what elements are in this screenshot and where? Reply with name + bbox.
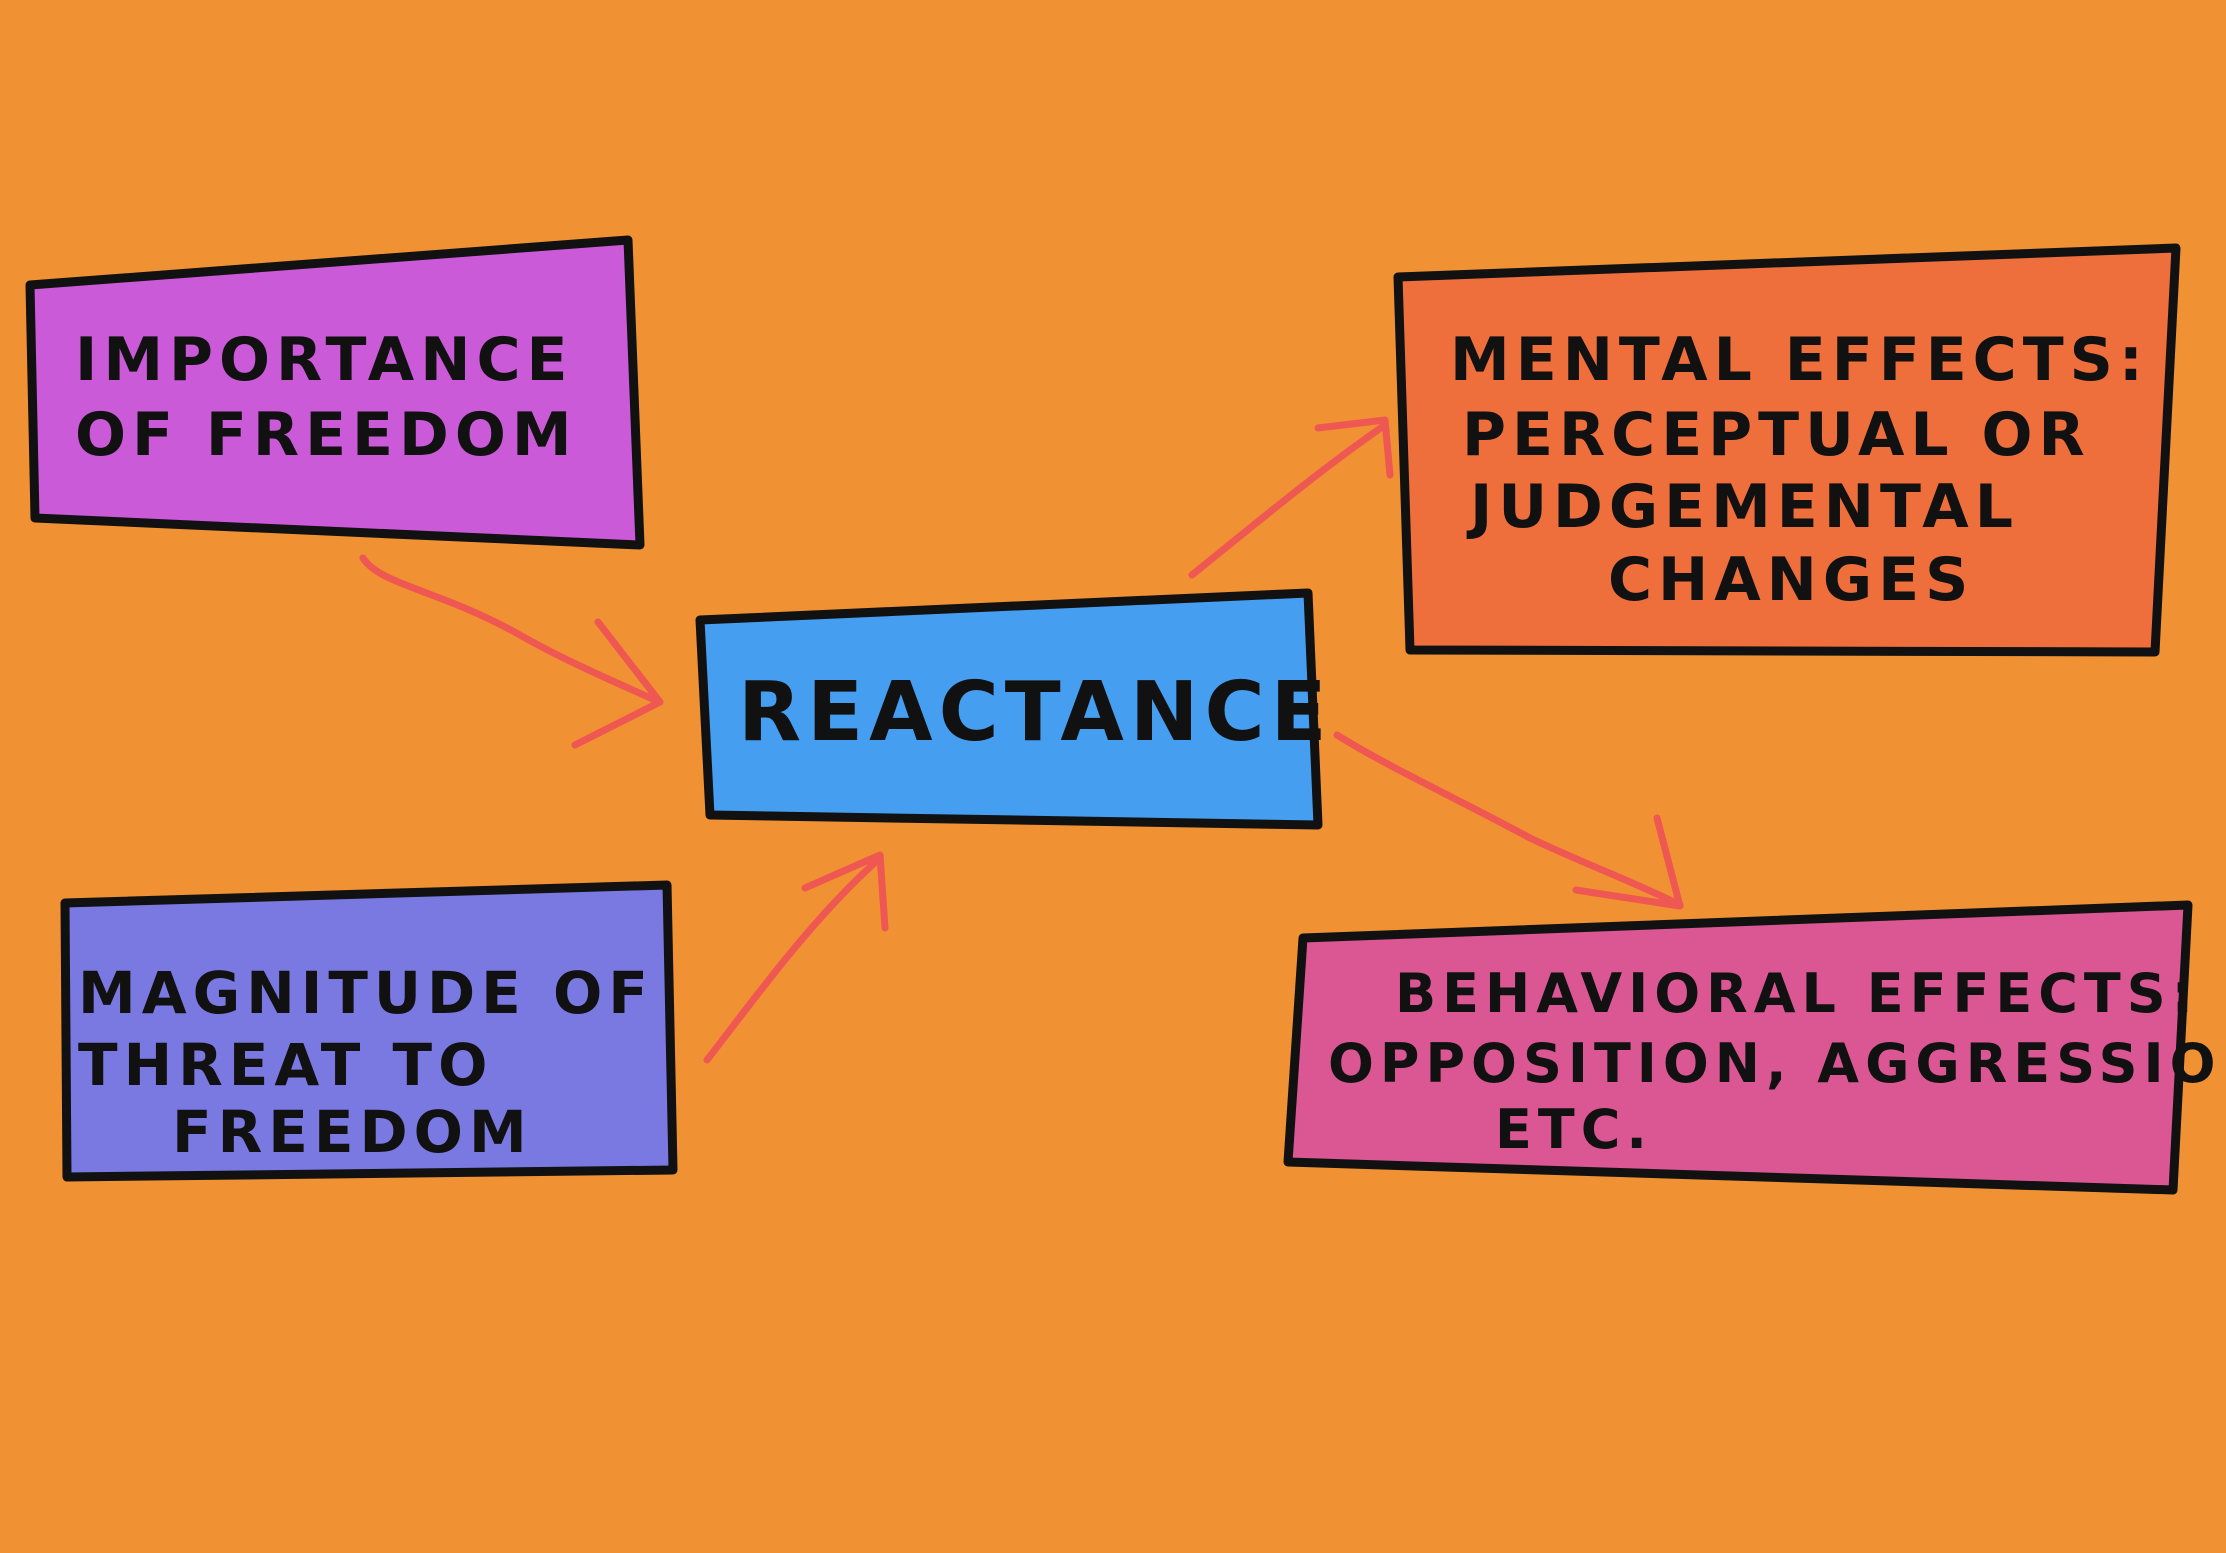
node-label-mental: MENTAL EFFECTS: PERCEPTUAL OR JUDGEMENTA… bbox=[1450, 325, 2176, 615]
node-behavioral-line-2: OPPOSITION, AGGRESSION, bbox=[1328, 1032, 2226, 1095]
node-label-behavioral: BEHAVIORAL EFFECTS: OPPOSITION, AGGRESSI… bbox=[1328, 962, 2226, 1161]
node-importance-of-freedom: IMPORTANCE OF FREEDOM bbox=[25, 235, 645, 550]
arrow-reactance-to-behavioral bbox=[1333, 731, 1684, 910]
node-mental-line-4: CHANGES bbox=[1608, 545, 1974, 615]
node-behavioral-line-1: BEHAVIORAL EFFECTS: bbox=[1395, 962, 2199, 1025]
node-importance-line-2: OF FREEDOM bbox=[75, 400, 578, 470]
node-mental-line-3: JUDGEMENTAL bbox=[1466, 472, 2019, 542]
node-reactance-line-1: REACTANCE bbox=[738, 665, 1333, 760]
arrow-reactance-to-mental bbox=[1188, 416, 1394, 579]
node-mental-line-1: MENTAL EFFECTS: bbox=[1450, 325, 2149, 395]
node-behavioral-effects: BEHAVIORAL EFFECTS: OPPOSITION, AGGRESSI… bbox=[1283, 900, 2226, 1195]
node-behavioral-line-3: ETC. bbox=[1495, 1098, 1653, 1161]
arrow-magnitude-to-reactance bbox=[703, 851, 889, 1064]
node-mental-line-2: PERCEPTUAL OR bbox=[1462, 400, 2091, 470]
node-mental-effects: MENTAL EFFECTS: PERCEPTUAL OR JUDGEMENTA… bbox=[1393, 243, 2181, 657]
node-importance-line-1: IMPORTANCE bbox=[75, 325, 573, 395]
node-reactance: REACTANCE bbox=[695, 588, 1333, 830]
node-magnitude-of-threat: MAGNITUDE OF THREAT TO FREEDOM bbox=[60, 880, 680, 1182]
node-magnitude-line-3: FREEDOM bbox=[172, 1098, 533, 1166]
node-label-magnitude: MAGNITUDE OF THREAT TO FREEDOM bbox=[78, 959, 680, 1166]
node-magnitude-line-1: MAGNITUDE OF bbox=[78, 959, 654, 1027]
node-magnitude-line-2: THREAT TO bbox=[78, 1031, 493, 1099]
node-label-importance: IMPORTANCE OF FREEDOM bbox=[75, 325, 600, 470]
arrow-importance-to-reactance bbox=[359, 554, 664, 749]
node-label-reactance: REACTANCE bbox=[738, 665, 1333, 760]
